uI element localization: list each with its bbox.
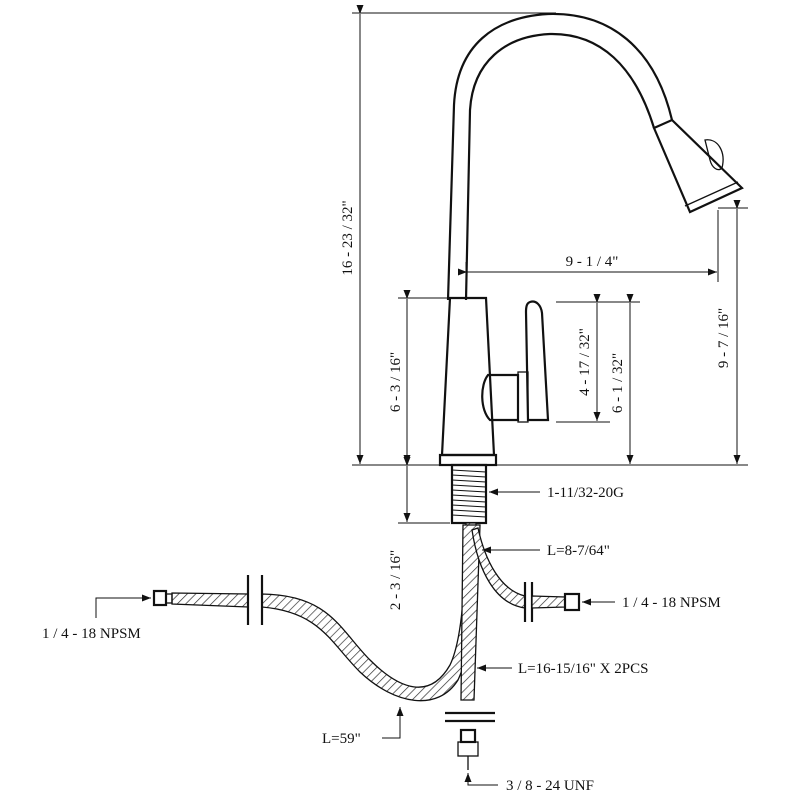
spray-head <box>652 118 744 214</box>
supply-thread-right-label: 1 / 4 - 18 NPSM <box>622 595 721 611</box>
handle-collar <box>517 371 529 423</box>
inlet-thread-leader <box>464 773 498 786</box>
shank-length-label: 2 - 3 / 16" <box>388 550 404 610</box>
handle-lever <box>524 300 550 422</box>
spout-height-label: 9 - 7 / 16" <box>716 308 732 368</box>
right-fitting <box>563 592 581 612</box>
shank-threads <box>451 469 487 518</box>
spout-reach-label: 9 - 1 / 4" <box>566 254 619 270</box>
handle-height-label: 4 - 17 / 32" <box>577 328 593 396</box>
left-hose-segment <box>171 592 249 608</box>
pullout-length-label: L=59" <box>322 731 361 747</box>
left-fitting <box>152 589 168 607</box>
center-supply-line <box>460 524 481 701</box>
bottom-fitting <box>459 728 477 744</box>
pullout-length-leader <box>382 707 404 739</box>
faucet-drawing <box>152 12 744 770</box>
right-supply-line <box>471 527 526 609</box>
spout-inner <box>464 32 656 301</box>
supply-length-2-label: L=16-15/16" X 2PCS <box>518 661 648 677</box>
shank-thread-label: 1-11/32-20G <box>547 485 624 501</box>
handle-hub <box>481 373 520 422</box>
left-thread-leader <box>95 594 151 618</box>
overall-height-label: 16 - 23 / 32" <box>340 200 356 275</box>
spray-head-button <box>704 139 724 171</box>
handle-top-label: 6 - 1 / 32" <box>610 353 626 413</box>
threaded-shank <box>450 463 488 525</box>
pullout-hose <box>261 522 477 702</box>
supply-length-label: L=8-7/64" <box>547 543 610 559</box>
body-height-label: 6 - 3 / 16" <box>388 352 404 412</box>
supply-thread-left-label: 1 / 4 - 18 NPSM <box>42 626 141 642</box>
dimension-lines <box>95 5 748 786</box>
spout-outer <box>446 12 674 301</box>
labels: 16 - 23 / 32" 6 - 3 / 16" 2 - 3 / 16" 9 … <box>42 200 732 794</box>
inlet-thread-label: 3 / 8 - 24 UNF <box>506 778 594 794</box>
base-plate <box>438 453 498 467</box>
